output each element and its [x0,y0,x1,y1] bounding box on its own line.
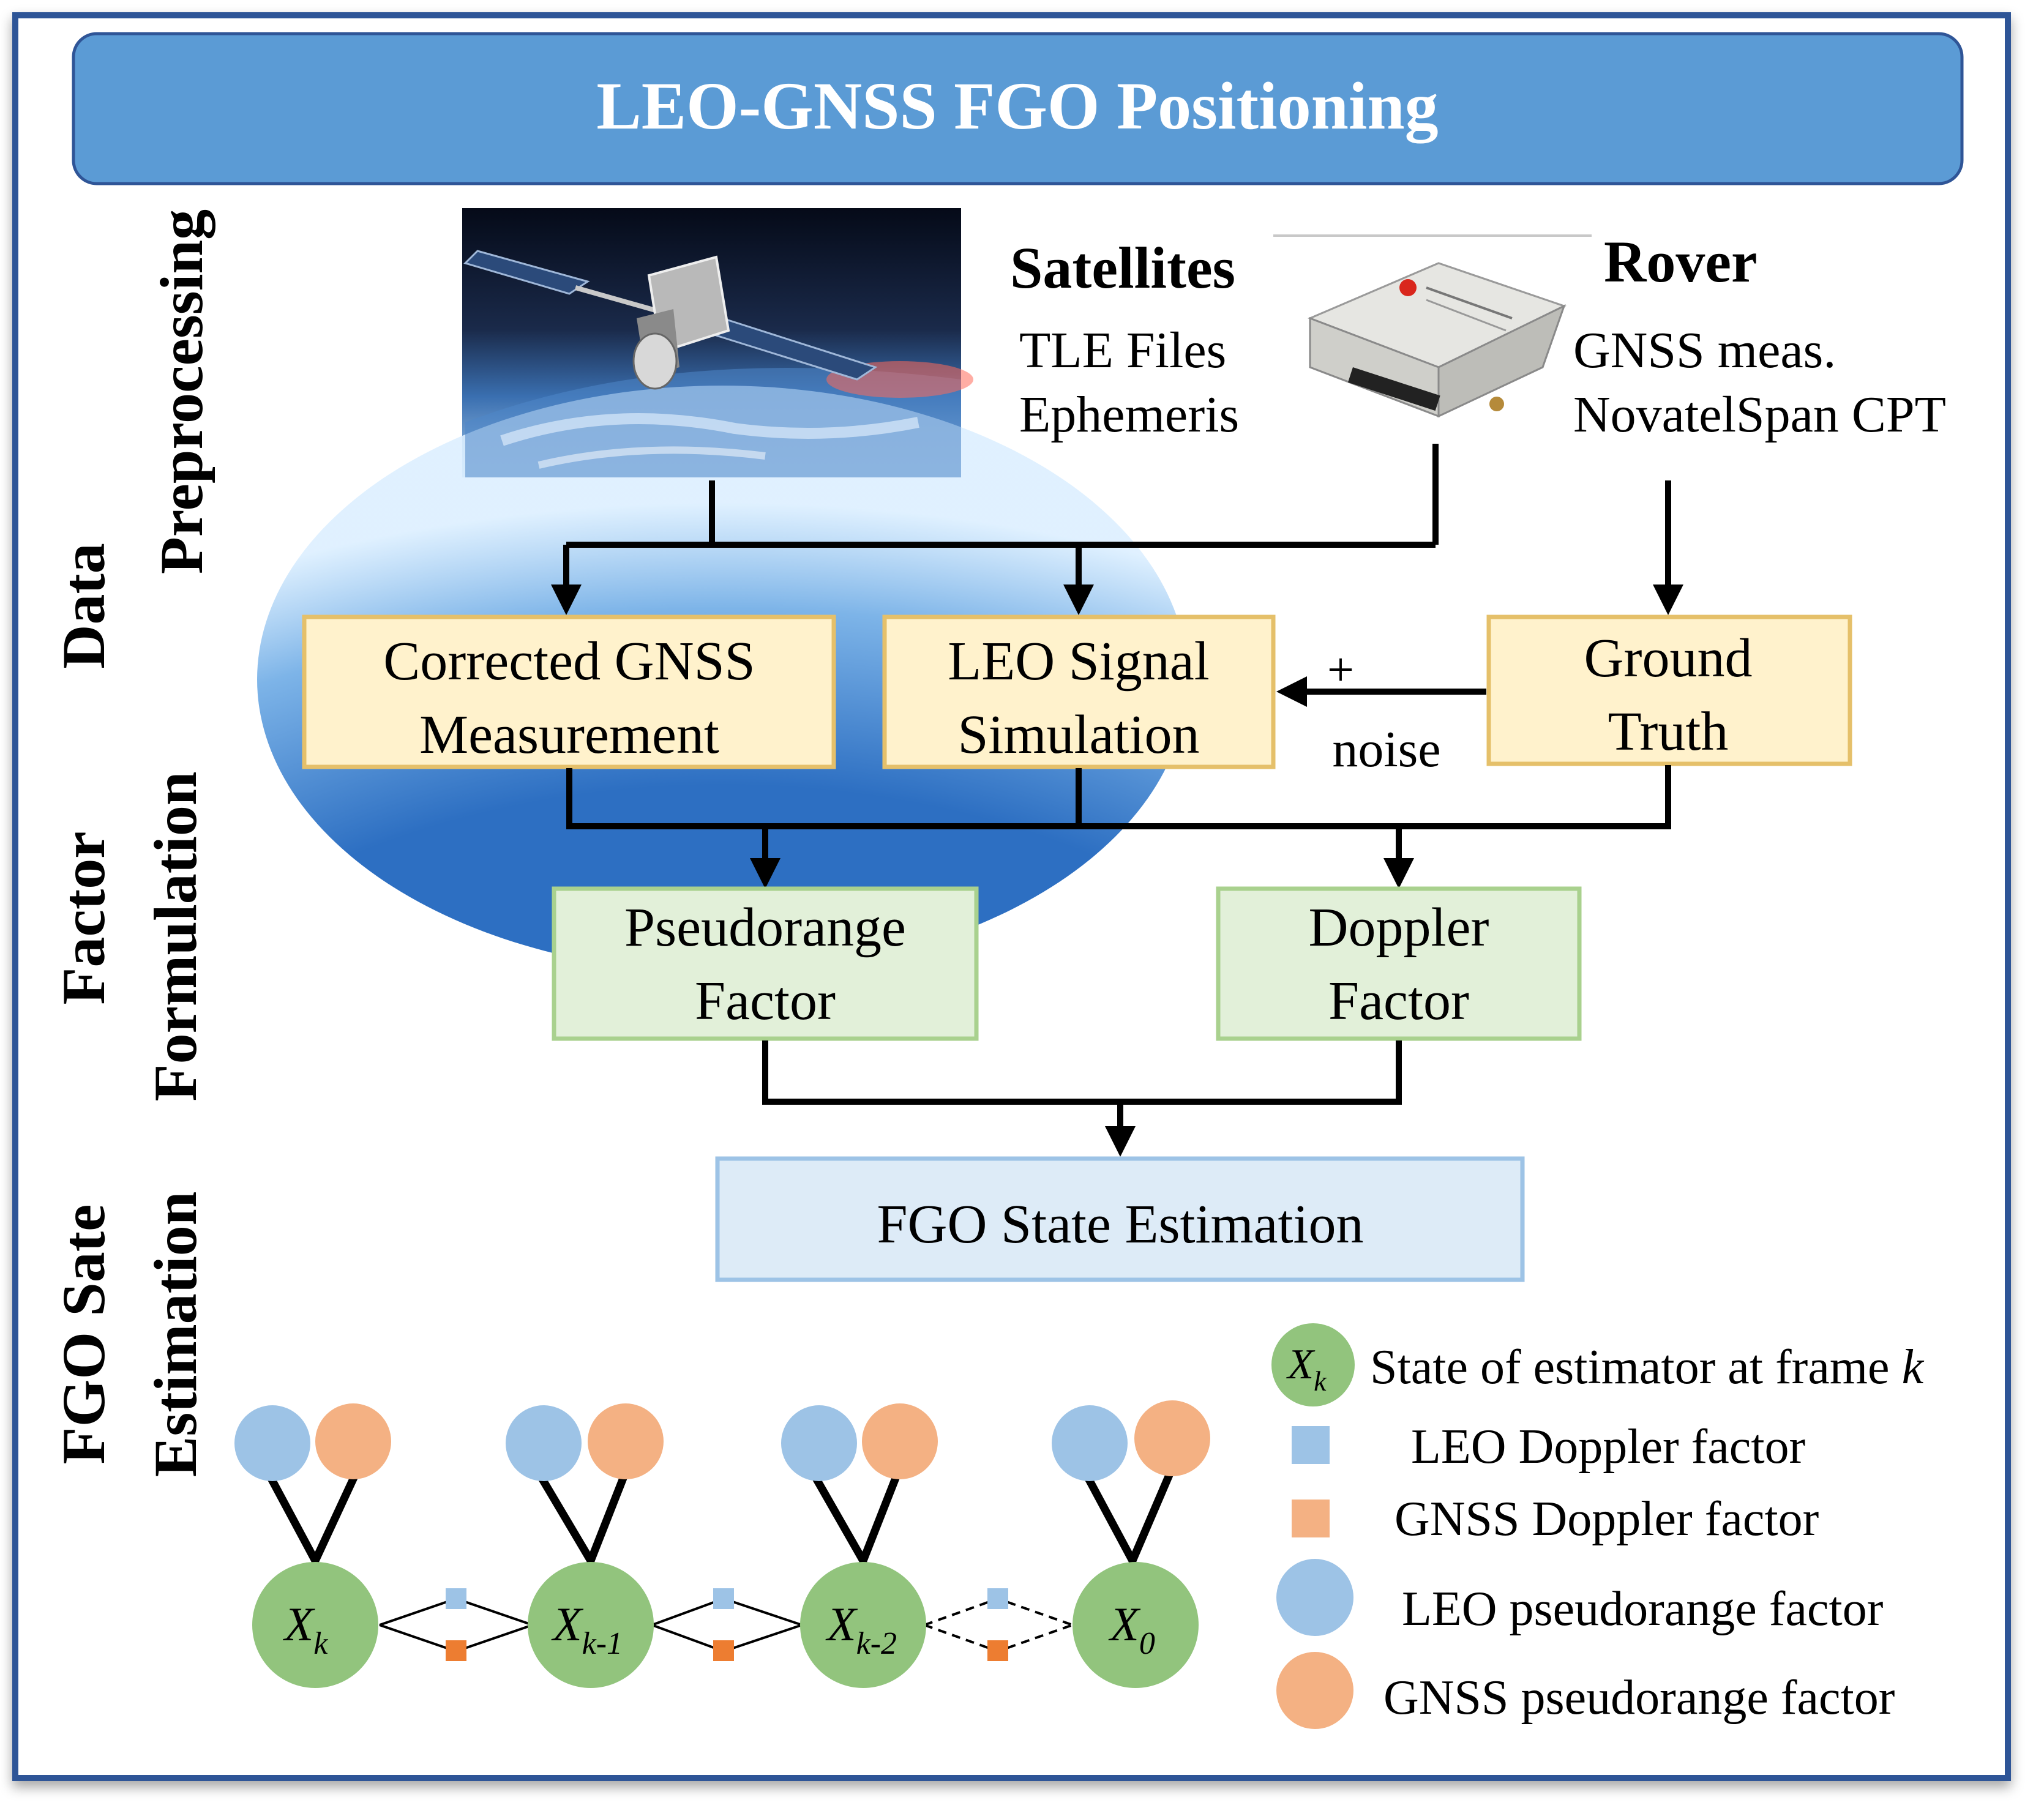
box-doppler-factor: Doppler Factor [1216,886,1582,1041]
box-pseudorange-factor: Pseudorange Factor [552,886,979,1041]
box-leo-signal-simulation: LEO Signal Simulation [882,614,1276,769]
svg-text:Simulation: Simulation [957,704,1199,765]
svg-text:LEO Signal: LEO Signal [948,631,1209,692]
satellites-title: Satellites [1010,235,1235,301]
svg-text:Corrected GNSS: Corrected GNSS [383,631,755,692]
svg-text:Pseudorange: Pseudorange [624,897,906,958]
rover-title: Rover [1604,229,1758,294]
legend-leo-doppler: LEO Doppler factor [1292,1420,1805,1474]
svg-text:Xk: Xk [283,1597,329,1661]
box-ground-truth: Ground Truth [1486,614,1852,766]
legend-state: Xk State of estimator at frame k [1271,1323,1925,1406]
leo-doppler-factor-node [987,1588,1008,1609]
page-title: LEO-GNSS FGO Positioning [596,69,1438,143]
svg-text:Preprocessing: Preprocessing [148,209,215,574]
svg-text:GNSS pseudorange factor: GNSS pseudorange factor [1383,1671,1895,1725]
svg-text:Data: Data [50,543,118,669]
gnss-pseudorange-factor-node [588,1403,664,1479]
svg-text:Factor: Factor [1328,971,1469,1031]
box-corrected-gnss: Corrected GNSS Measurement [302,614,836,769]
svg-text:FGO Sate: FGO Sate [50,1205,118,1465]
leo-doppler-factor-node [713,1588,734,1609]
leo-pseudorange-factor-node [1052,1405,1128,1481]
leo-pseudorange-factor-node [781,1405,857,1481]
svg-text:Ground: Ground [1584,628,1753,689]
factor-graph: Xk Xk-1 Xk-2 X0 [234,1400,1210,1688]
svg-text:Estimation: Estimation [141,1192,209,1477]
satellites-line-tle: TLE Files [1019,322,1226,379]
svg-text:LEO Doppler factor: LEO Doppler factor [1411,1420,1805,1474]
svg-text:Truth: Truth [1608,701,1729,762]
svg-text:X0: X0 [1108,1597,1155,1661]
satellites-line-ephemeris: Ephemeris [1019,386,1239,443]
svg-text:Xk-2: Xk-2 [825,1597,897,1661]
legend-gnss-doppler: GNSS Doppler factor [1292,1492,1819,1546]
gnss-pseudorange-factor-node [862,1403,938,1479]
svg-text:Xk-1: Xk-1 [551,1597,623,1661]
svg-text:FGO State Estimation: FGO State Estimation [877,1194,1364,1255]
section-label-data-preprocessing: Data Preprocessing [50,209,215,669]
gnss-pseudorange-factor-node [1134,1400,1210,1476]
gnss-doppler-factor-node [987,1640,1008,1661]
svg-text:Measurement: Measurement [419,704,719,765]
leo-pseudorange-factor-node [506,1405,582,1481]
leo-doppler-factor-node [446,1588,466,1609]
rover-line-gnss: GNSS meas. [1573,322,1836,379]
leo-pseudorange-factor-node [234,1405,310,1481]
box-fgo-state-estimation: FGO State Estimation [715,1156,1525,1282]
header-banner: LEO-GNSS FGO Positioning [72,32,1964,185]
state-node: Xk-1 [528,1562,654,1688]
noise-label: noise [1332,721,1440,778]
gnss-doppler-factor-node [713,1640,734,1661]
svg-text:Factor: Factor [695,971,836,1031]
gnss-receiver-icon [1308,262,1567,418]
svg-text:Formulation: Formulation [141,772,209,1102]
legend: Xk State of estimator at frame k LEO Dop… [1271,1323,1925,1729]
svg-text:State of estimator at frame k: State of estimator at frame k [1370,1340,1925,1394]
svg-text:Xk: Xk [1286,1341,1327,1397]
legend-leo-pseudorange: LEO pseudorange factor [1276,1559,1883,1636]
noise-plus: + [1327,643,1354,696]
svg-text:LEO pseudorange factor: LEO pseudorange factor [1402,1582,1883,1636]
state-node: Xk-2 [800,1562,926,1688]
state-node: X0 [1073,1562,1199,1688]
svg-text:GNSS Doppler factor: GNSS Doppler factor [1394,1492,1819,1546]
connectors-estimation [762,1040,1402,1157]
connectors-preprocessing [551,444,1683,707]
connectors-factor [566,765,1671,889]
gnss-pseudorange-factor-node [315,1403,391,1479]
svg-text:Doppler: Doppler [1309,897,1489,958]
gnss-doppler-factor-node [446,1640,466,1661]
rover-line-novatel: NovatelSpan CPT [1573,386,1946,443]
state-node: Xk [252,1562,378,1688]
section-label-fgo-state-estimation: FGO Sate Estimation [50,1192,209,1477]
section-label-factor-formulation: Factor Formulation [50,772,209,1102]
legend-gnss-pseudorange: GNSS pseudorange factor [1276,1652,1895,1729]
svg-text:Factor: Factor [50,831,118,1004]
